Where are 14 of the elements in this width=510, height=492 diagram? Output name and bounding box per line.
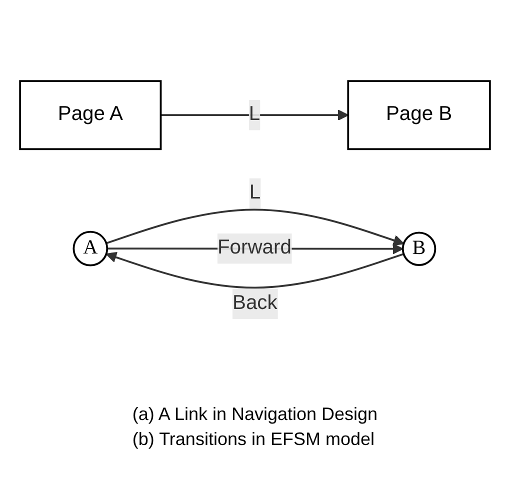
figure-caption: (a) A Link in Navigation Design	[132, 404, 378, 425]
edge-label: Back	[232, 292, 278, 314]
arrow	[160, 110, 349, 121]
edge-label: L	[248, 104, 260, 126]
node-box	[347, 80, 491, 150]
node-box	[19, 80, 162, 150]
node-circle	[72, 230, 108, 266]
diagram-drawing: L L Forward Back Page A Page B A B	[10, 70, 500, 330]
node-circle	[402, 232, 436, 266]
figure-caption: (b) Transitions in EFSM model	[132, 429, 376, 450]
edge-label: Forward	[217, 237, 292, 259]
arrow	[106, 208, 404, 246]
edge-label: L	[249, 182, 261, 204]
arrow	[106, 252, 404, 289]
